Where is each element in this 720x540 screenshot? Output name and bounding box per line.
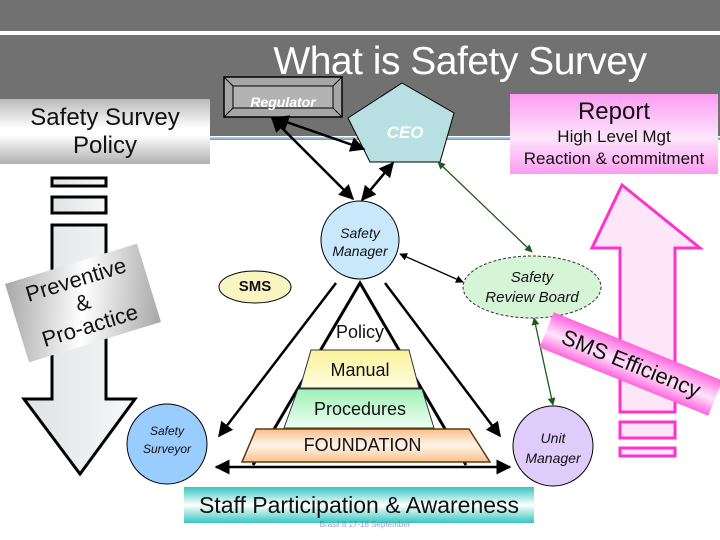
layer-manual: [299, 349, 420, 389]
pyramid-outline: [251, 280, 468, 466]
safety-manager-line2: Manager: [332, 243, 388, 259]
safety-manager-label: Safety Manager: [320, 224, 400, 260]
unit-manager-node[interactable]: [512, 405, 594, 487]
safety-surveyor-label: Safety Surveyor: [127, 422, 207, 458]
report-line2: High Level Mgt: [557, 127, 671, 146]
layer-foundation: [240, 428, 492, 463]
safety-surveyor-node[interactable]: [126, 403, 208, 485]
regulator-label: Regulator: [250, 94, 316, 110]
page-title: What is Safety Survey: [273, 40, 647, 83]
arrow-stripe: [618, 446, 677, 458]
sms-node[interactable]: [218, 270, 292, 304]
footer-text: Brasil 8 17-18 September: [319, 520, 411, 529]
sms-label: SMS: [238, 278, 272, 295]
review-board-label: Safety Review Board: [463, 268, 601, 308]
arrow-stripe: [50, 176, 108, 188]
safety-manager-node[interactable]: [320, 200, 400, 280]
surveyor-line2: Surveyor: [142, 442, 192, 456]
layer-procedures: [283, 388, 435, 429]
efficiency-arrow: [589, 182, 705, 458]
connectors: [214, 115, 556, 475]
review-board-line1: Safety: [510, 269, 554, 286]
up-arrow-body: [589, 182, 705, 414]
review-board-node[interactable]: [462, 255, 602, 319]
review-board-line2: Review Board: [485, 289, 579, 306]
ceo-label: CEO: [386, 123, 424, 142]
unit-manager-line1: Unit: [540, 430, 566, 446]
reviewboard-unitmgr-link: [531, 317, 556, 406]
report-title: Report: [577, 98, 651, 125]
arrow-stripe: [618, 420, 677, 440]
unit-manager-label: Unit Manager: [513, 428, 593, 468]
unit-manager-line2: Manager: [525, 450, 581, 466]
surveyor-line1: Safety: [149, 424, 185, 438]
report-line3: Reaction & commitment: [523, 149, 705, 168]
report-box: Report High Level Mgt Reaction & commitm…: [510, 94, 718, 174]
layer-procedures-label: Procedures: [313, 399, 407, 419]
ceo-reviewboard-link: [437, 161, 533, 253]
safety-manager-line1: Safety: [340, 225, 380, 241]
policy-line2: Policy: [72, 132, 138, 159]
arrow-stripe: [50, 195, 108, 215]
staff-participation-box: Staff Participation & Awareness: [184, 487, 534, 523]
ceo-manager-link: [361, 161, 394, 202]
policy-box: Safety Survey Policy: [0, 99, 210, 164]
pyramid: [240, 349, 492, 463]
regulator-manager-link: [270, 116, 355, 201]
header-divider: [0, 31, 720, 35]
policy-line1: Safety Survey: [30, 104, 180, 131]
ceo-node[interactable]: [347, 82, 455, 163]
manager-surveyor-arrow: [218, 282, 337, 438]
layer-manual-label: Manual: [330, 360, 390, 380]
layer-policy-label: Policy: [335, 322, 384, 342]
manager-reviewboard-link: [399, 253, 464, 283]
layer-foundation-label: FOUNDATION: [303, 435, 422, 455]
manager-unitmgr-arrow: [384, 282, 501, 438]
